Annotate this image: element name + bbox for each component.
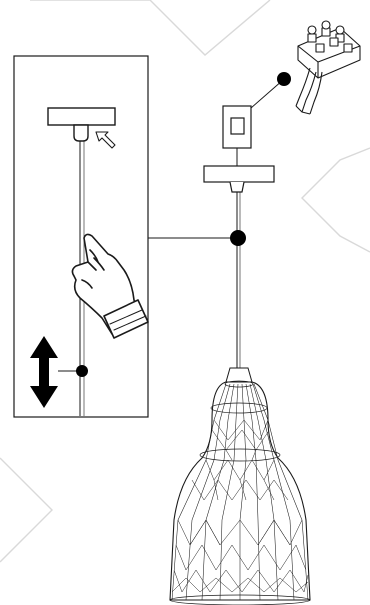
bg-shape-right (301, 147, 370, 253)
pendant-lamp-icon (169, 367, 311, 605)
lamp-lattice (171, 419, 309, 593)
lamp-ribs (171, 383, 309, 601)
bg-shape-left (0, 457, 53, 563)
cable-grip-dot (76, 365, 88, 377)
pointing-hand-icon (71, 233, 149, 339)
release-button-arrow-icon (95, 131, 116, 149)
bg-shape-top (30, 0, 271, 56)
up-down-arrow-icon (30, 336, 58, 408)
wiring-dot (277, 72, 291, 86)
wiring-callout-line (250, 79, 284, 109)
terminal-block-icon (295, 20, 361, 115)
background-shapes (0, 0, 370, 563)
detail-canopy (47, 107, 116, 142)
junction-box-icon (222, 105, 252, 149)
ceiling-canopy-icon (203, 165, 275, 193)
cable-junction-dot (230, 230, 246, 246)
